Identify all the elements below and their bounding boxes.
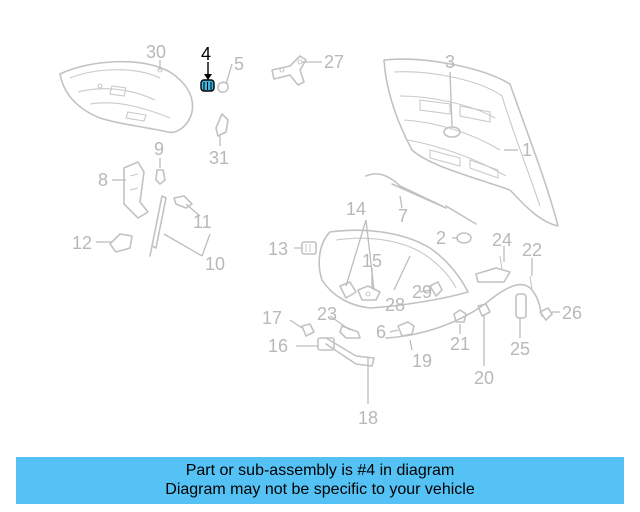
callout-16: 16 xyxy=(268,336,288,356)
callout-25: 25 xyxy=(510,339,530,359)
part-10-strut xyxy=(149,195,167,257)
callout-9: 9 xyxy=(154,139,164,159)
callout-3: 3 xyxy=(445,52,455,72)
callout-13: 13 xyxy=(268,239,288,259)
callout-4-highlighted: 4 xyxy=(201,44,211,64)
callout-18: 18 xyxy=(358,408,378,428)
caption-line-2: Diagram may not be specific to your vehi… xyxy=(165,481,475,498)
callout-19: 19 xyxy=(412,351,432,371)
callout-29: 29 xyxy=(412,282,432,302)
callout-20: 20 xyxy=(474,368,494,388)
caption-line-1: Part or sub-assembly is #4 in diagram xyxy=(185,462,455,479)
callout-17: 17 xyxy=(262,308,282,328)
callout-14: 14 xyxy=(346,199,366,219)
callout-11: 11 xyxy=(193,212,212,232)
part-19-cable xyxy=(385,275,543,339)
part-20-clip xyxy=(477,303,491,317)
part-28-seal-frame xyxy=(318,229,469,309)
part-21-grommet xyxy=(453,309,467,323)
callout-12: 12 xyxy=(72,233,92,253)
part-9-bumper xyxy=(155,169,166,185)
part-30-insulation-pad xyxy=(59,60,194,134)
callout-1: 1 xyxy=(522,140,532,160)
callout-6: 6 xyxy=(376,322,386,342)
callout-2: 2 xyxy=(436,228,446,248)
callout-5: 5 xyxy=(234,54,244,74)
leader-lines xyxy=(96,60,560,404)
callout-31: 31 xyxy=(209,148,229,168)
part-24-handle xyxy=(475,255,511,283)
callout-22: 22 xyxy=(522,240,542,260)
part-1-hood xyxy=(383,58,559,227)
part-5-clip xyxy=(217,81,229,94)
part-14-latch-piece xyxy=(339,281,357,299)
part-23-lever xyxy=(339,325,361,339)
callout-26: 26 xyxy=(562,303,582,323)
callout-10: 10 xyxy=(205,254,225,274)
callout-labels: 30 4 5 27 3 1 9 31 8 11 10 12 14 7 2 24 … xyxy=(72,42,582,428)
callout-24: 24 xyxy=(492,230,512,250)
part-18-rod xyxy=(325,337,375,367)
part-12-bracket xyxy=(109,233,133,253)
part-29-hook xyxy=(429,281,443,297)
callout-23: 23 xyxy=(317,304,337,324)
part-25-handle xyxy=(515,293,527,319)
caption-banner: Part or sub-assembly is #4 in diagram Di… xyxy=(16,457,624,504)
callout-15: 15 xyxy=(362,251,382,271)
part-31-bracket xyxy=(215,113,229,137)
part-2-pad xyxy=(456,232,472,244)
part-4-clip xyxy=(200,79,215,92)
part-27-hinge xyxy=(271,55,307,86)
callout-28: 28 xyxy=(385,295,405,315)
callout-7: 7 xyxy=(398,206,408,226)
part-7-weatherstrip xyxy=(365,173,477,225)
part-15-latch xyxy=(357,285,381,301)
part-26-clip xyxy=(539,307,553,321)
part-17-clip xyxy=(301,323,315,337)
part-8-bracket xyxy=(123,161,149,219)
callout-21: 21 xyxy=(450,334,470,354)
callout-27: 27 xyxy=(324,52,344,72)
part-6-bumper xyxy=(397,321,415,337)
part-13-lock xyxy=(301,241,317,255)
callout-8: 8 xyxy=(98,170,108,190)
callout-30: 30 xyxy=(146,42,166,62)
